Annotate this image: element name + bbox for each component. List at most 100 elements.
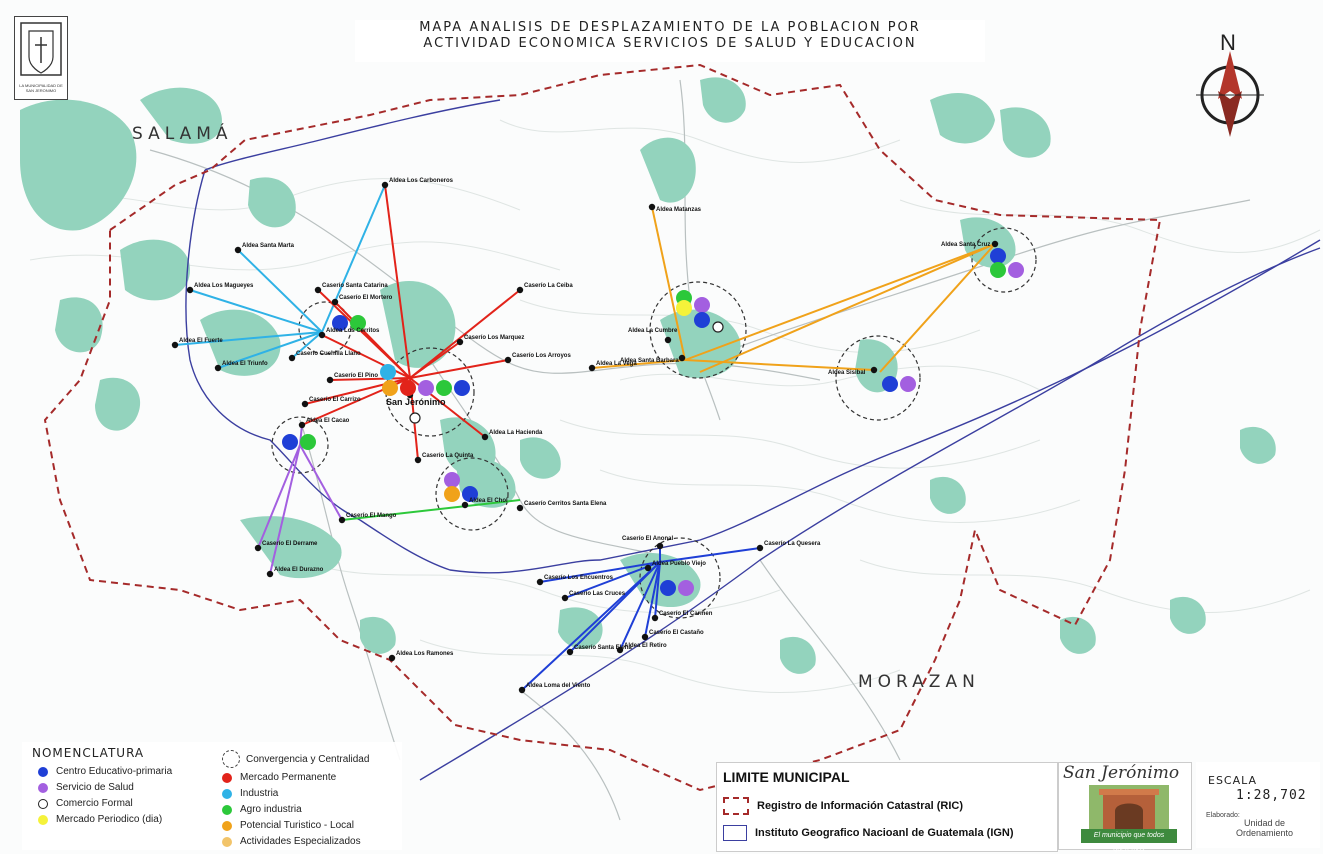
settlement-label: Caserío El Mortero [339,295,393,301]
settlement-label: Aldea Los Ramones [396,651,454,657]
settlement-label: Aldea Los Carboneros [389,178,454,184]
settlement-label: Caserío La Ceiba [524,283,573,289]
settlement-point [566,648,574,656]
settlement-label: Aldea El Triunfo [222,361,268,367]
legend-swatch [38,798,48,809]
settlement-label: Caserío La Quinta [422,453,474,459]
settlement-point [381,181,389,189]
limite-title: LIMITE MUNICIPAL [723,769,850,785]
settlement-label: Caserío Cerritos Santa Elena [524,501,607,507]
settlement-label: Caserío Santa Elena [574,645,632,651]
settlement-point [481,433,489,441]
legend-swatch [222,836,232,847]
settlement-point [338,516,346,524]
convergence-circle [298,301,352,355]
legend-item-industria: Industria [222,788,278,799]
activity-marker-salud [418,380,434,396]
settlement-label: Aldea El Retiro [624,643,667,649]
flow-line-industria [189,289,323,333]
place-morazan: MORAZAN [858,672,980,692]
legend-title: NOMENCLATURA [32,746,145,760]
settlement-point [651,614,659,622]
settlement-point [456,338,464,346]
settlement-point [234,246,242,254]
settlement-label: Aldea Los Magueyes [194,283,254,289]
activity-marker-educacion [462,486,478,502]
settlement-label: Aldea La Vega [596,361,637,367]
settlement-point [991,240,999,248]
flow-line-industria [217,331,323,369]
settlement-point [388,654,396,662]
legend-swatch [222,750,240,768]
convergence-circle [271,416,329,474]
map-title-line2: ACTIVIDAD ECONOMICA SERVICIOS DE SALUD Y… [423,36,917,51]
map-title-line1: MAPA ANALISIS DE DESPLAZAMIENTO DE LA PO… [419,20,921,35]
limite-ric-row: Registro de Información Catastral (RIC) [723,797,963,815]
convergence-circle [835,335,921,421]
settlement-point [414,456,422,464]
settlement-point [516,504,524,512]
settlement-point [214,364,222,372]
settlement-label: Aldea El Cacao [306,418,350,424]
legend-item-actividades-especializadas: Actividades Especializados [222,836,361,847]
settlement-point [298,421,306,429]
flow-line-industria [291,331,323,359]
settlement-point [516,286,524,294]
settlement-point [266,570,274,578]
settlement-point [254,544,262,552]
flow-line-agro-industria [341,499,521,521]
legend-label: Mercado Permanente [240,772,337,783]
settlement-point [288,354,296,362]
settlement-point [641,633,649,641]
settlement-label: Aldea El Durazno [274,567,324,573]
legend-swatch [222,820,232,831]
scale-elaborado: Elaborado: [1206,812,1240,819]
settlement-label: Caserío El Anonal [622,536,673,542]
settlement-point [756,544,764,552]
settlement-point [678,354,686,362]
activity-marker-educacion [882,376,898,392]
activity-marker-educacion [990,248,1006,264]
settlement-label: Aldea El Chol [469,498,508,504]
activity-marker-educacion [660,580,676,596]
ign-boundary-line-north [204,99,501,171]
ign-boundary-line-south [419,247,1321,781]
convergence-circle [385,347,475,437]
flow-line-educacion [521,561,661,691]
activity-marker-agro-industria [436,380,452,396]
legend-swatch [38,814,48,825]
flow-line-potencial-turistico [651,206,686,361]
flow-line-mercado-permanente [409,359,509,379]
legend-label: Centro Educativo-primaria [56,766,173,777]
settlement-point [461,501,469,509]
settlement-point [186,286,194,294]
legend-swatch [38,782,48,793]
legend-item-comercio-formal: Comercio Formal [38,798,133,809]
legend-swatch [222,772,232,783]
flow-line-industria [237,249,323,333]
flow-line-salud [299,444,343,521]
legend-item-educacion: Centro Educativo-primaria [38,766,172,777]
settlement-label: Aldea Loma del Viento [526,683,591,689]
activity-marker-educacion [454,380,470,396]
legend-label: Servicio de Salud [56,782,134,793]
flow-line-mercado-permanente [409,289,521,379]
san-jeronimo-logo: San Jerónimo El municipio que todos quer… [1058,762,1192,853]
settlement-point [301,400,309,408]
settlement-label: Aldea Santa Marta [242,243,295,249]
activity-marker-educacion [332,315,348,331]
settlement-point [318,331,326,339]
settlement-label: Caserío Santa Catarina [322,283,388,289]
logo-title: San Jerónimo [1063,763,1180,783]
activity-marker-industria [380,364,396,380]
flow-line-educacion [564,561,661,599]
legend-label: Comercio Formal [56,798,133,809]
activity-marker-agro-industria [990,262,1006,278]
activity-marker-agro-industria [300,434,316,450]
north-arrow-icon [1196,51,1264,137]
municipal-crest: LA MUNICIPALIDAD DE SAN JERONIMO [14,16,68,100]
flow-line-salud [269,444,301,575]
settlement-point [326,376,334,384]
